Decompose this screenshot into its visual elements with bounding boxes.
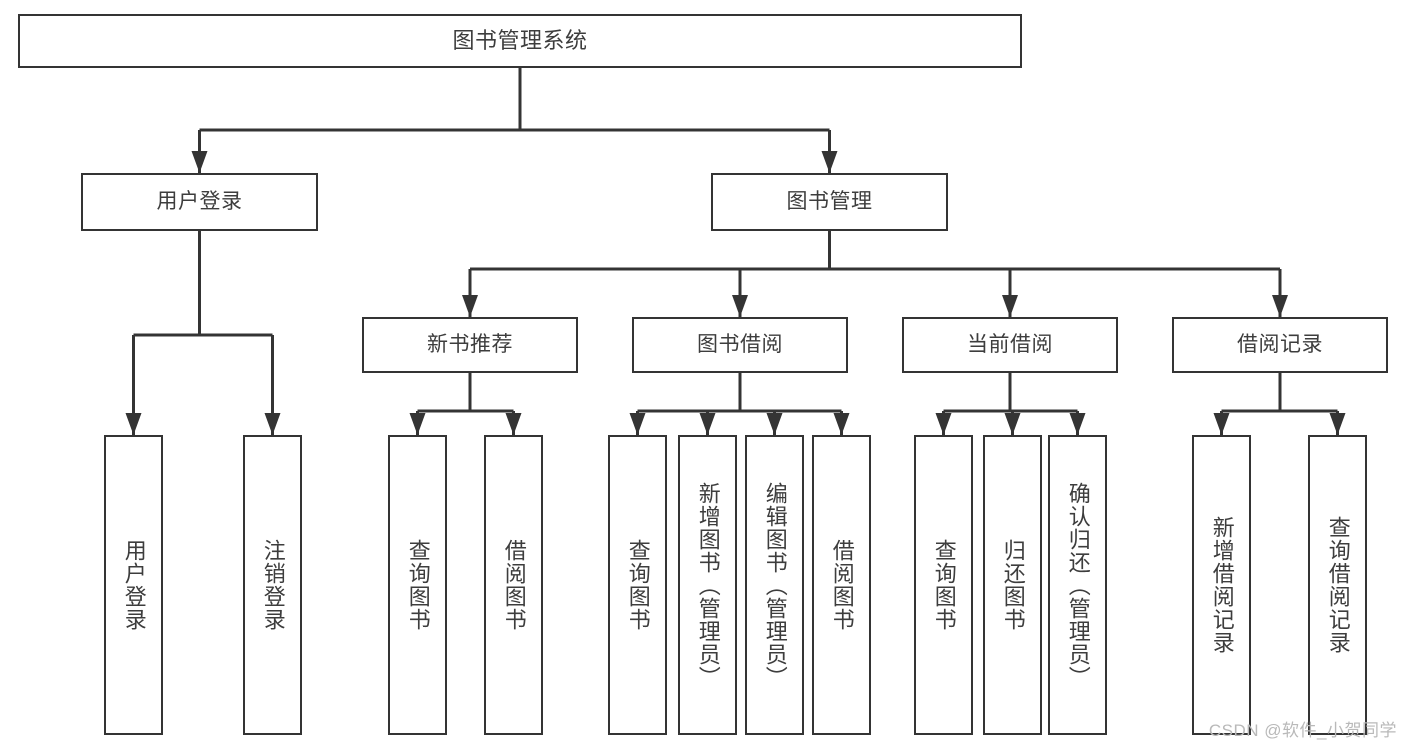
node-label: 查询图书 — [405, 539, 431, 631]
node-label: 注销登录 — [260, 539, 286, 631]
node-label: 借阅图书 — [501, 539, 527, 631]
node-label: 当前借阅 — [967, 332, 1053, 356]
node-new-book-rec[interactable]: 新书推荐 — [362, 317, 578, 373]
arrow-head-icon-leaf-return-book — [1004, 413, 1021, 435]
node-leaf-add-book[interactable]: 新增图书（管理员） — [678, 435, 737, 735]
node-label: 新增图书（管理员） — [695, 481, 721, 689]
node-label: 新书推荐 — [427, 332, 513, 356]
arrow-head-icon-leaf-add-record — [1213, 413, 1230, 435]
arrow-head-icon-leaf-query-record — [1329, 413, 1346, 435]
node-leaf-add-record[interactable]: 新增借阅记录 — [1192, 435, 1251, 735]
arrow-head-icon-book-mgmt — [821, 151, 838, 173]
node-leaf-confirm-return[interactable]: 确认归还（管理员） — [1048, 435, 1107, 735]
node-leaf-edit-book[interactable]: 编辑图书（管理员） — [745, 435, 804, 735]
node-label: 归还图书 — [1000, 539, 1026, 631]
arrow-head-icon-leaf-user-logout — [264, 413, 281, 435]
arrow-head-icon-borrow-record — [1272, 295, 1288, 317]
node-label: 借阅图书 — [829, 539, 855, 631]
arrow-head-icon-book-borrow — [732, 295, 748, 317]
arrow-head-icon-leaf-add-book — [699, 413, 716, 435]
node-label: 确认归还（管理员） — [1065, 481, 1091, 689]
arrow-head-icon-new-book-rec — [462, 295, 478, 317]
node-label: 编辑图书（管理员） — [762, 481, 788, 689]
node-label: 图书管理 — [786, 189, 873, 213]
node-leaf-return-book[interactable]: 归还图书 — [983, 435, 1042, 735]
arrow-head-icon-user-login — [191, 151, 208, 173]
node-leaf-query-book-1[interactable]: 查询图书 — [388, 435, 447, 735]
node-label: 新增借阅记录 — [1209, 516, 1235, 654]
node-label: 借阅记录 — [1237, 332, 1323, 356]
node-leaf-user-login[interactable]: 用户登录 — [104, 435, 163, 735]
arrow-head-icon-leaf-borrow-book-2 — [833, 413, 850, 435]
node-current-borrow[interactable]: 当前借阅 — [902, 317, 1118, 373]
node-book-mgmt[interactable]: 图书管理 — [711, 173, 948, 231]
node-label: 用户登录 — [121, 539, 147, 631]
arrow-head-icon-leaf-borrow-book-1 — [505, 413, 522, 435]
arrow-head-icon-leaf-user-login — [125, 413, 142, 435]
node-label: 查询借阅记录 — [1325, 516, 1351, 654]
node-label: 图书借阅 — [697, 332, 783, 356]
node-root[interactable]: 图书管理系统 — [18, 14, 1022, 68]
arrow-head-icon-leaf-query-book-1 — [409, 413, 426, 435]
node-leaf-query-book-2[interactable]: 查询图书 — [608, 435, 667, 735]
node-leaf-user-logout[interactable]: 注销登录 — [243, 435, 302, 735]
node-borrow-record[interactable]: 借阅记录 — [1172, 317, 1388, 373]
arrow-head-icon-leaf-confirm-return — [1069, 413, 1086, 435]
arrow-head-icon-leaf-edit-book — [766, 413, 783, 435]
node-leaf-borrow-book-2[interactable]: 借阅图书 — [812, 435, 871, 735]
node-label: 查询图书 — [625, 539, 651, 631]
node-label: 用户登录 — [156, 189, 243, 213]
node-leaf-query-book-3[interactable]: 查询图书 — [914, 435, 973, 735]
arrow-head-icon-current-borrow — [1002, 295, 1018, 317]
node-label: 图书管理系统 — [452, 28, 588, 54]
node-user-login[interactable]: 用户登录 — [81, 173, 318, 231]
node-book-borrow[interactable]: 图书借阅 — [632, 317, 848, 373]
csdn-watermark: CSDN @软件_小贺同学 — [1208, 721, 1397, 740]
node-leaf-borrow-book-1[interactable]: 借阅图书 — [484, 435, 543, 735]
node-leaf-query-record[interactable]: 查询借阅记录 — [1308, 435, 1367, 735]
arrow-head-icon-leaf-query-book-3 — [935, 413, 952, 435]
arrow-head-icon-leaf-query-book-2 — [629, 413, 646, 435]
node-label: 查询图书 — [931, 539, 957, 631]
